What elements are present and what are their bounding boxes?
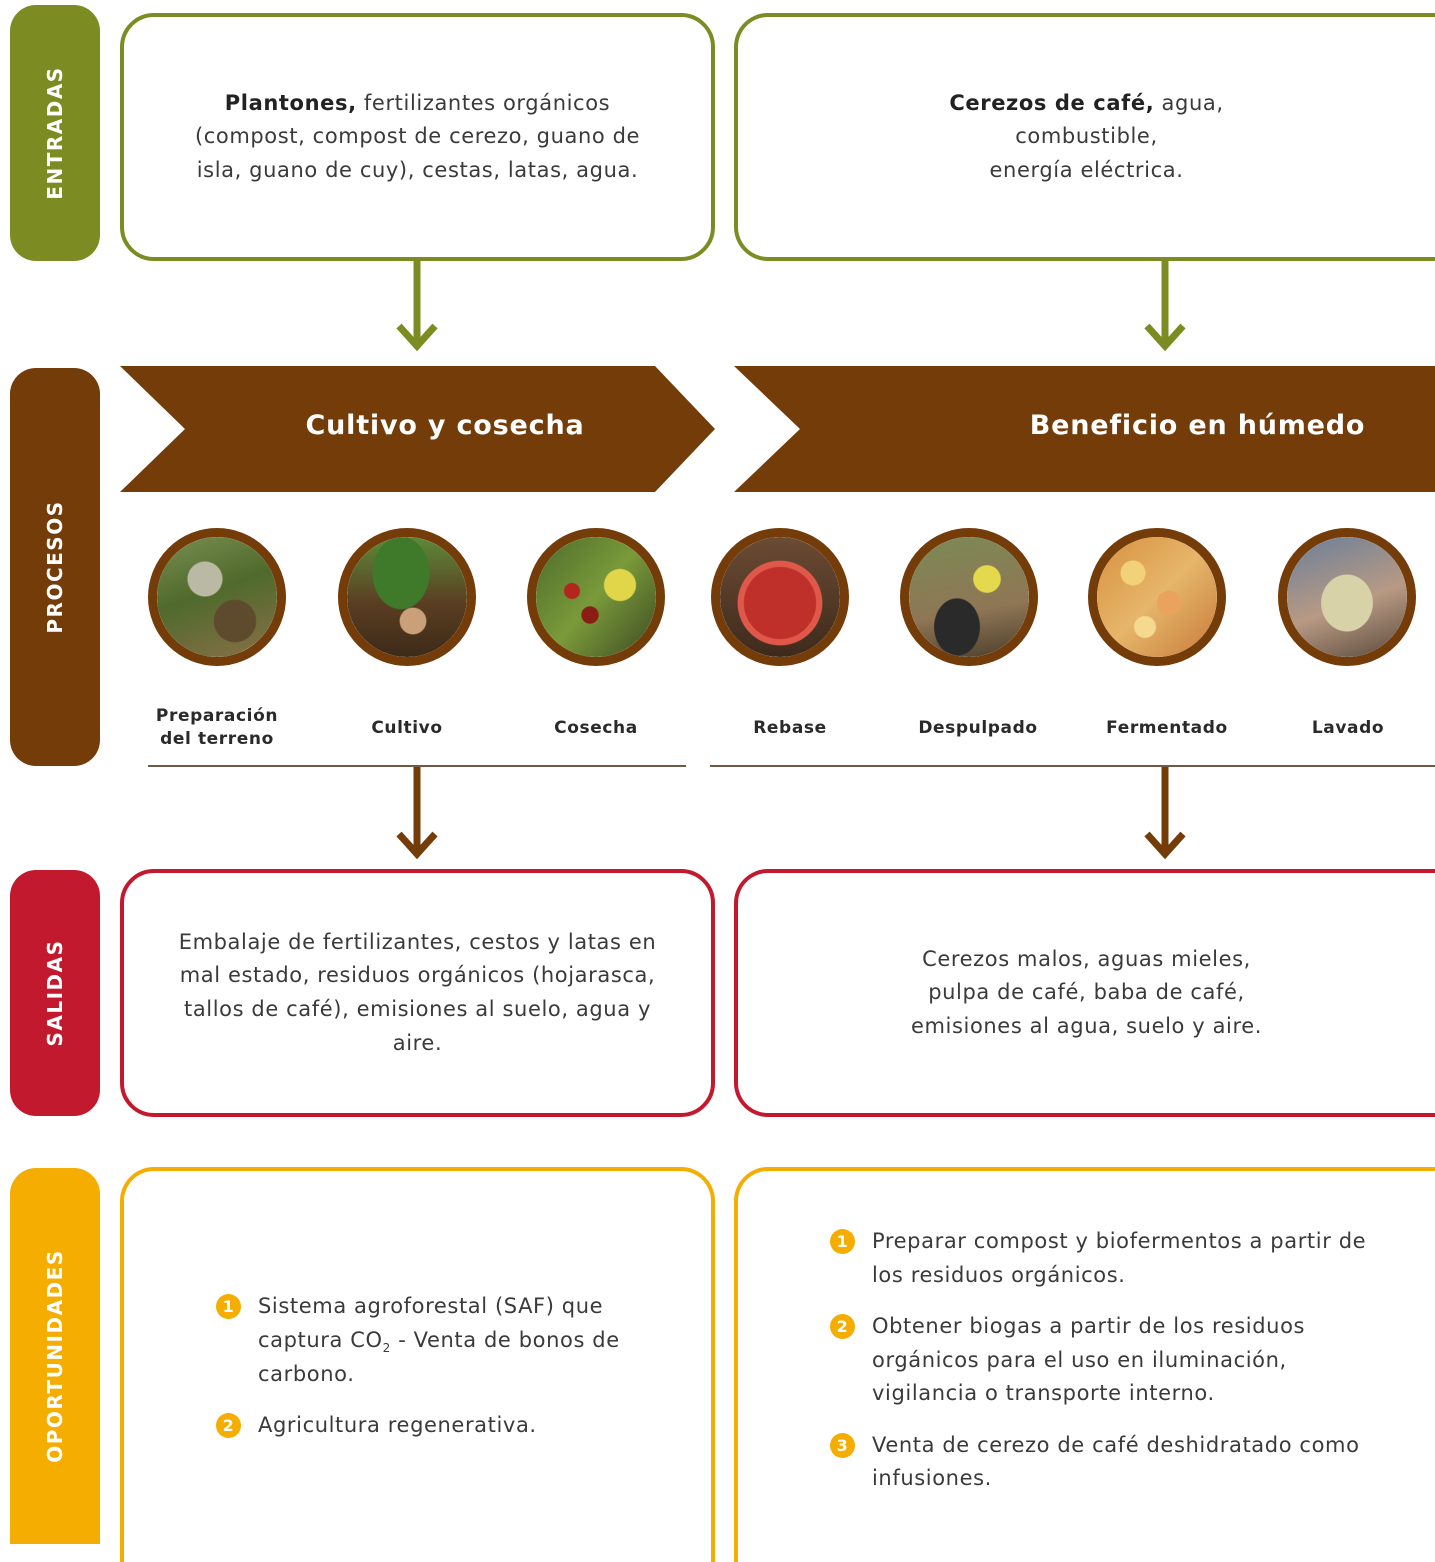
fermented-beans-photo [1088, 528, 1226, 666]
step-label-cultivo: Cultivo [371, 718, 443, 738]
step-label-despulpado: Despulpado [918, 718, 1038, 738]
salidas-left-line-4: aire. [392, 1030, 443, 1055]
flow-graphics [120, 261, 1435, 860]
washed-beans-photo [1278, 528, 1416, 666]
subscript: 2 [382, 1340, 391, 1355]
list-item: 1 Preparar compost y biofermentos a parti… [830, 1225, 1375, 1292]
list-item: 2 Obtener biogas a partir de los residuos… [830, 1310, 1375, 1411]
divider-cultivo [148, 765, 686, 767]
step-label-preparacion: Preparación del terreno [132, 705, 302, 751]
number-badge: 1 [830, 1228, 855, 1254]
process-chevron-beneficio [734, 366, 1435, 492]
arrow-down-icon [396, 261, 438, 352]
oportunidades-left-box: 1 Sistema agroforestal (SAF) que captura … [120, 1167, 715, 1562]
number-badge: 1 [216, 1293, 241, 1319]
procesos-tab: PROCESOS [10, 368, 100, 766]
planting-photo [338, 528, 476, 666]
opp-left-1-post: - Venta de bonos de carbono. [258, 1327, 620, 1386]
salidas-label: SALIDAS [43, 939, 67, 1047]
opp-right-1-text: Preparar compost y biofermentos a partir… [872, 1228, 1367, 1287]
salidas-right-text: Cerezos malos, aguas mieles, pulpa de ca… [758, 943, 1435, 1044]
salidas-right-box: Cerezos malos, aguas mieles, pulpa de ca… [734, 869, 1435, 1117]
entradas-left-line-1: fertilizantes orgánicos [356, 90, 611, 115]
entradas-right-box: Cerezos de café, agua, combustible, ener… [734, 13, 1435, 261]
entradas-right-text: Cerezos de café, agua, combustible, ener… [758, 87, 1435, 188]
salidas-left-box: Embalaje de fertilizantes, cestos y lata… [120, 869, 715, 1117]
entradas-right-line-1: agua, [1154, 90, 1224, 115]
entradas-left-bold: Plantones, [224, 90, 357, 115]
process-chevron-cultivo [120, 366, 715, 492]
land-preparation-photo [148, 528, 286, 666]
number-badge: 2 [830, 1314, 855, 1340]
process-title-beneficio: Beneficio en húmedo [1029, 410, 1366, 441]
number-badge: 3 [830, 1432, 855, 1458]
step-label-preparacion-line-2: del terreno [160, 728, 274, 749]
step-label-rebase: Rebase [753, 718, 827, 738]
salidas-left-line-2: mal estado, residuos orgánicos (hojarasc… [179, 963, 656, 988]
step-label-cosecha: Cosecha [554, 718, 638, 738]
step-label-preparacion-line-1: Preparación [155, 706, 279, 726]
salidas-right-line-1: Cerezos malos, aguas mieles, [922, 946, 1251, 971]
salidas-right-line-2: pulpa de café, baba de café, [928, 980, 1245, 1005]
pulping-machine-photo [900, 528, 1038, 666]
salidas-right-line-3: emisiones al agua, suelo y aire. [910, 1013, 1263, 1038]
red-cherries-photo [711, 528, 849, 666]
oportunidades-left-list: 1 Sistema agroforestal (SAF) que captura … [216, 1290, 681, 1443]
oportunidades-right-box: 1 Preparar compost y biofermentos a parti… [734, 1167, 1435, 1562]
list-item: 1 Sistema agroforestal (SAF) que captura … [216, 1290, 681, 1392]
entradas-right-line-3: energía eléctrica. [989, 157, 1184, 182]
divider-beneficio [710, 765, 1435, 767]
salidas-left-line-3: tallos de café), emisiones al suelo, agu… [184, 997, 651, 1021]
oportunidades-right-list: 1 Preparar compost y biofermentos a parti… [830, 1225, 1375, 1496]
number-badge: 2 [216, 1413, 241, 1439]
arrow-down-icon [1144, 767, 1186, 860]
process-title-cultivo: Cultivo y cosecha [305, 410, 585, 441]
oportunidades-label: OPORTUNIDADES [43, 1249, 67, 1463]
entradas-right-line-2: combustible, [1015, 124, 1158, 149]
salidas-left-line-1: Embalaje de fertilizantes, cestos y lata… [178, 929, 657, 954]
harvest-photo [527, 528, 665, 666]
entradas-tab: ENTRADAS [10, 5, 100, 261]
arrow-down-icon [396, 767, 438, 860]
arrow-down-icon [1144, 261, 1186, 352]
entradas-right-bold: Cerezos de café, [949, 90, 1155, 115]
list-item: 3 Venta de cerezo de café deshidratado co… [830, 1429, 1375, 1496]
opp-right-2-text: Obtener biogas a partir de los residuos … [872, 1314, 1306, 1406]
salidas-left-text: Embalaje de fertilizantes, cestos y lata… [124, 926, 711, 1060]
entradas-left-line-2: (compost, compost de cerezo, guano de [194, 124, 641, 149]
opp-right-3-text: Venta de cerezo de café deshidratado com… [872, 1432, 1360, 1491]
step-label-fermentado: Fermentado [1106, 718, 1228, 738]
salidas-tab: SALIDAS [10, 870, 100, 1116]
list-item: 2 Agricultura regenerativa. [216, 1409, 681, 1443]
opp-left-1-text: Sistema agroforestal (SAF) que captura C… [258, 1293, 604, 1352]
entradas-left-line-3: isla, guano de cuy), cestas, latas, agua… [196, 157, 639, 182]
step-label-lavado: Lavado [1311, 718, 1385, 738]
opp-left-2-text: Agricultura regenerativa. [258, 1413, 537, 1438]
oportunidades-tab: OPORTUNIDADES [10, 1168, 100, 1544]
entradas-left-box: Plantones, fertilizantes orgánicos (comp… [120, 13, 715, 261]
entradas-left-text: Plantones, fertilizantes orgánicos (comp… [124, 87, 711, 188]
